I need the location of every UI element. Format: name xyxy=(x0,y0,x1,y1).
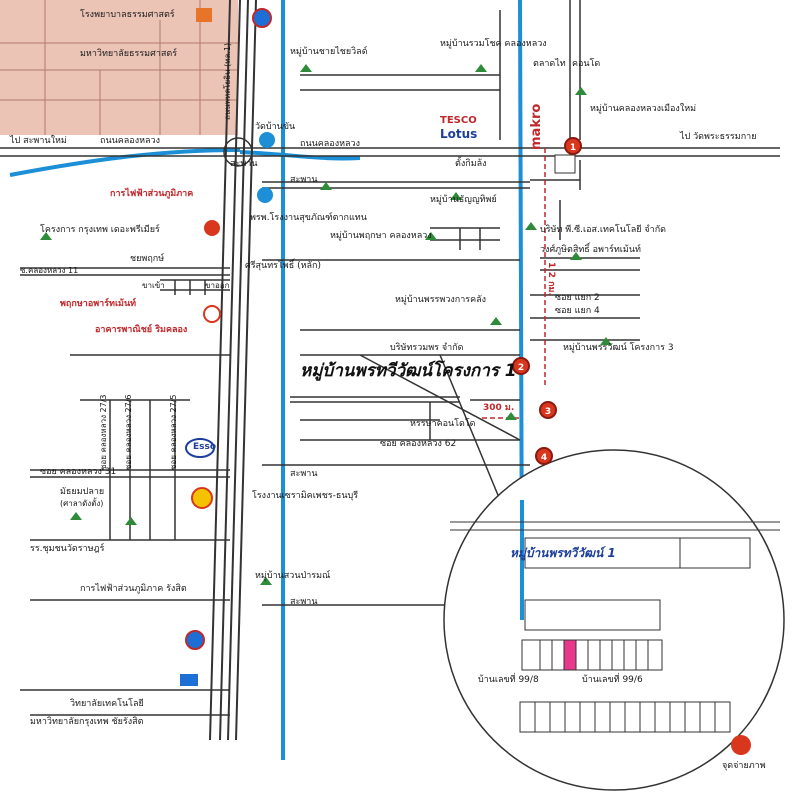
makro-logo: makro xyxy=(529,103,544,150)
label-bridge-4: สะพาน xyxy=(290,597,318,607)
label-house-b: บ้านเลขที่ 99/6 xyxy=(582,675,643,685)
label-market-left: ตลาดไท xyxy=(533,59,566,69)
label-vert-soi-c: ซอย คลองหลวง 27/5 xyxy=(169,394,178,470)
label-factory-thonburi: โรงงานเซรามิคเพชร-ธนบุรี xyxy=(252,491,359,501)
label-village-chaimit: หมู่บ้านชายไชยวิลด์ xyxy=(290,47,368,57)
esso-label: Esso xyxy=(193,442,217,452)
label-bridge-3: สะพาน xyxy=(290,469,318,479)
label-company-wong: วงศ์ภูษิตสิทธิ์ อพาร์ทเม้นท์ xyxy=(540,245,641,255)
inset-title: หมู่บ้านพรทวีวัฒน์ 1 xyxy=(510,546,616,560)
red-mark-icon xyxy=(204,220,220,236)
blue-icon-bottom xyxy=(180,674,198,686)
label-factory: พรพ.โรงงานสุขภัณฑ์ตากแทน xyxy=(250,213,367,223)
label-electric-sub: การไฟฟ้าส่วนภูมิภาค xyxy=(110,189,194,199)
hospital-cross-icon xyxy=(196,8,212,22)
temple-icon xyxy=(259,132,275,148)
label-apartment-red-2: อาคารพาณิชย์ ริมคลอง xyxy=(95,325,188,335)
gas-station-icon-2 xyxy=(185,630,205,650)
label-hospital: โรงพยาบาลธรรมศาสตร์ xyxy=(80,10,175,20)
label-soi-khlong-left: ซอย คลองหลวง 31 xyxy=(40,467,117,477)
label-village-thanyasap: หมู่บ้านธัญญทิพย์ xyxy=(430,195,497,205)
label-electric-rangsit: การไฟฟ้าส่วนภูมิภาค รังสิต xyxy=(80,584,187,594)
pin-1: 1 xyxy=(564,137,582,155)
plaza-icon xyxy=(554,154,576,174)
pin-4: 4 xyxy=(535,447,553,465)
label-company-pcs: บริษัท พี.ซี.เอส.เทคโนโลยี จำกัด xyxy=(540,225,666,235)
label-village-right-side: หมู่บ้านพรรวัฒน์ โครงการ 3 xyxy=(563,343,674,353)
label-apartment-red-1: พฤกษาอพาร์ทเม้นท์ xyxy=(60,299,137,309)
shell-icon xyxy=(191,487,213,509)
label-distance-300: 300 ม. xyxy=(483,403,515,413)
tesco-logo: TESCO xyxy=(440,115,477,126)
label-school-left-2: (ศาลาดังตั้ง) xyxy=(60,499,104,508)
label-highway: ถนนพหลโยธิน (ทล.1) xyxy=(223,42,232,120)
label-road-mid: ถนนคลองหลวง xyxy=(300,139,360,149)
label-to-right: ไป วัดพระธรรมกาย xyxy=(680,132,757,142)
label-school-left: มัธยมปลาย xyxy=(60,487,105,497)
lotus-logo: Lotus xyxy=(440,127,478,141)
label-village-ruamchoke: หมู่บ้านรวมโชค คลองหลวง xyxy=(440,39,547,49)
target-house xyxy=(563,639,577,671)
label-apartment-left: ชยพฤกษ์ xyxy=(130,254,165,264)
house-row-2 xyxy=(519,701,731,733)
label-temple: วัดบ้านขัน xyxy=(255,122,296,132)
campus-grid xyxy=(0,0,238,135)
label-soi-out: ขาออก xyxy=(205,281,230,290)
main-title: หมู่บ้านพรทวีวัฒน์โครงการ 1 xyxy=(300,361,517,381)
factory-icon xyxy=(257,187,273,203)
gas-station-icon xyxy=(252,8,272,28)
esso-icon xyxy=(185,438,215,458)
label-bottom-right: จุดจ่ายภาพ xyxy=(722,761,766,771)
label-university: มหาวิทยาลัยธรรมศาสตร์ xyxy=(80,49,178,59)
label-soi-in: ขาเข้า xyxy=(142,281,165,290)
camera-spot-icon xyxy=(731,735,751,755)
highway xyxy=(209,0,257,741)
label-village-prapha: หมู่บ้านพรรพวงการคลัง xyxy=(395,295,487,305)
pin-2: 2 xyxy=(512,357,530,375)
label-community-left: รร.ชุมชนวัดราษฎร์ xyxy=(30,544,105,554)
campus-area xyxy=(0,0,238,135)
label-soi-62: ซอย คลองหลวง 62 xyxy=(380,439,457,449)
label-company-mid: บริษัทรวมพร จำกัด xyxy=(390,343,464,353)
label-bridge-2: สะพาน xyxy=(290,175,318,185)
label-college-left: วิทยาลัยเทคโนโลยี xyxy=(70,699,144,709)
label-soi-upper-2: ซอย แยก 2 xyxy=(555,293,600,303)
label-pravet: ศรีสุนทรโพธิ์ (หลัก) xyxy=(245,261,321,271)
label-village-khlong-luang: หมู่บ้านคลองหลวงเมืองใหม่ xyxy=(590,104,697,114)
tree-icons xyxy=(40,64,612,585)
label-soi-left: ซ.คลองหลวง 11 xyxy=(20,266,79,275)
round-mark-icon xyxy=(203,305,221,323)
label-vert-soi-a: ซอย คลองหลวง 27/3 xyxy=(99,394,108,470)
label-village-suan: หมู่บ้านสวนป่ารมณ์ xyxy=(255,571,331,581)
label-house-a: บ้านเลขที่ 99/8 xyxy=(478,675,539,685)
label-project-krungthep: โครงการ กรุงเทพ เดอะพรีเมียร์ xyxy=(40,225,160,235)
label-department: ตั้งกิมล้ง xyxy=(455,159,487,169)
label-bridge-1: สะพาน xyxy=(230,159,258,169)
label-college-bottom: มหาวิทยาลัยกรุงเทพ ชัยรังสิต xyxy=(30,717,144,727)
label-road-top: ถนนคลองหลวง xyxy=(100,136,160,146)
label-vert-soi-b: ซอย คลองหลวง 27/6 xyxy=(124,394,133,470)
label-to-left: ไป สะพานใหม่ xyxy=(10,136,67,146)
main-road xyxy=(0,0,780,716)
label-soi-upper-4: ซอย แยก 4 xyxy=(555,306,600,316)
house-row-1 xyxy=(521,639,663,671)
label-market-right: คอนโด xyxy=(572,59,601,69)
pin-3: 3 xyxy=(539,401,557,419)
label-distance-vertical: 1.2 กม. xyxy=(546,262,556,296)
label-village-wat-khlong: หมู่บ้านพฤกษา คลองหลวง xyxy=(330,231,432,241)
label-yard: หรรษาคอนโดโด xyxy=(410,419,476,429)
